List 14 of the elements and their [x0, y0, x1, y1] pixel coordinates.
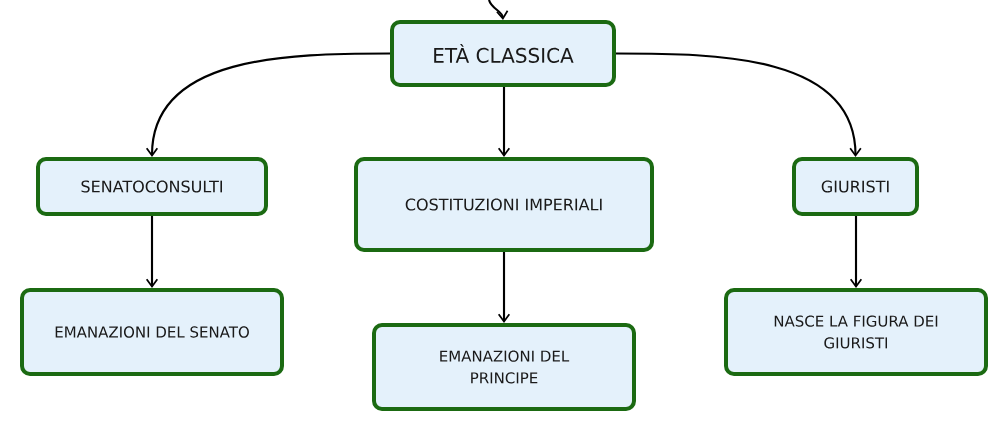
- arrow: [849, 216, 863, 288]
- concept-box: COSTITUZIONI IMPERIALI: [354, 157, 654, 252]
- concept-box: NASCE LA FIGURA DEI GIURISTI: [724, 288, 988, 376]
- arrow: [497, 252, 511, 323]
- concept-box: SENATOCONSULTI: [36, 157, 268, 216]
- arrow: [145, 216, 159, 288]
- arrow: [616, 52, 862, 157]
- arrow: [145, 52, 390, 157]
- concept-box: EMANAZIONI DEL PRINCIPE: [372, 323, 636, 411]
- concept-box: ETÀ CLASSICA: [390, 20, 616, 87]
- arrow: [488, 0, 509, 20]
- concept-box: EMANAZIONI DEL SENATO: [20, 288, 284, 376]
- concept-box: GIURISTI: [792, 157, 919, 216]
- arrow: [497, 87, 511, 157]
